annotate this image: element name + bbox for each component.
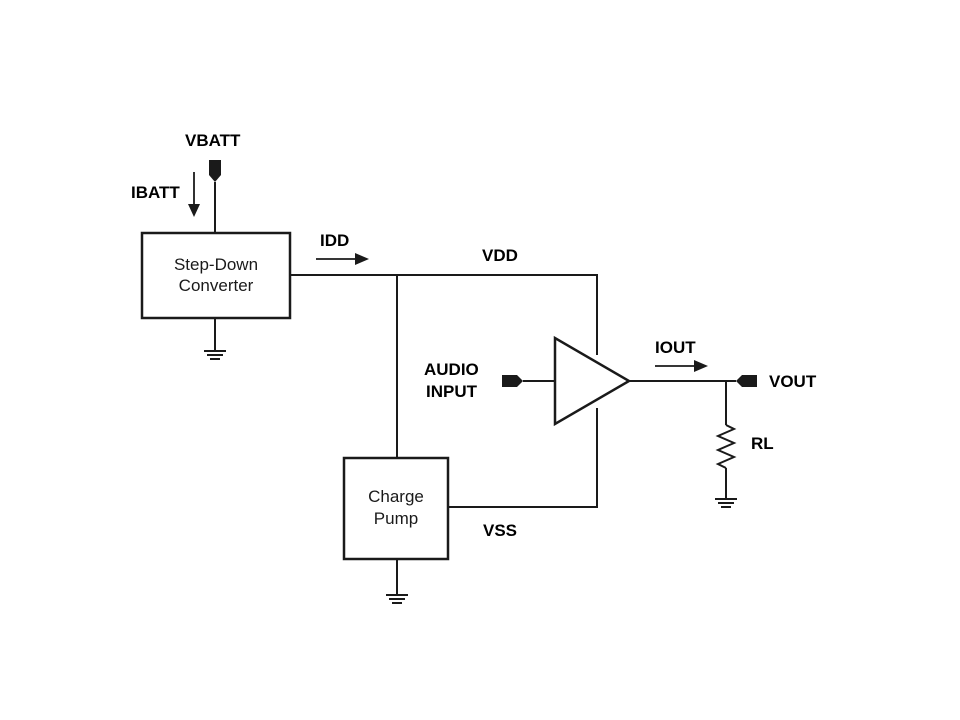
audio-input-label-line2: INPUT <box>426 382 478 401</box>
load-ground-symbol <box>715 498 737 508</box>
rl-label: RL <box>751 434 774 453</box>
vout-label: VOUT <box>769 372 817 391</box>
step-down-label-line2: Converter <box>179 276 254 295</box>
vdd-rail-wire <box>290 274 598 355</box>
ibatt-arrow <box>188 172 200 217</box>
iout-arrow <box>655 360 708 372</box>
vout-pin <box>736 375 757 387</box>
idd-arrow <box>316 253 369 265</box>
iout-label: IOUT <box>655 338 696 357</box>
ibatt-label: IBATT <box>131 183 180 202</box>
vdd-label: VDD <box>482 246 518 265</box>
step-down-ground-symbol <box>204 318 226 360</box>
idd-label: IDD <box>320 231 349 250</box>
charge-pump-ground-symbol <box>386 559 408 604</box>
audio-input-pin <box>502 375 523 387</box>
charge-pump-label-line2: Pump <box>374 509 418 528</box>
audio-input-label-line1: AUDIO <box>424 360 479 379</box>
step-down-label-line1: Step-Down <box>174 255 258 274</box>
charge-pump-label-line1: Charge <box>368 487 424 506</box>
load-resistor <box>715 424 737 469</box>
vbatt-pin <box>209 160 221 182</box>
vbatt-label: VBATT <box>185 131 241 150</box>
vss-label: VSS <box>483 521 517 540</box>
vss-rail-wire <box>448 408 598 508</box>
amplifier-triangle <box>553 335 632 427</box>
